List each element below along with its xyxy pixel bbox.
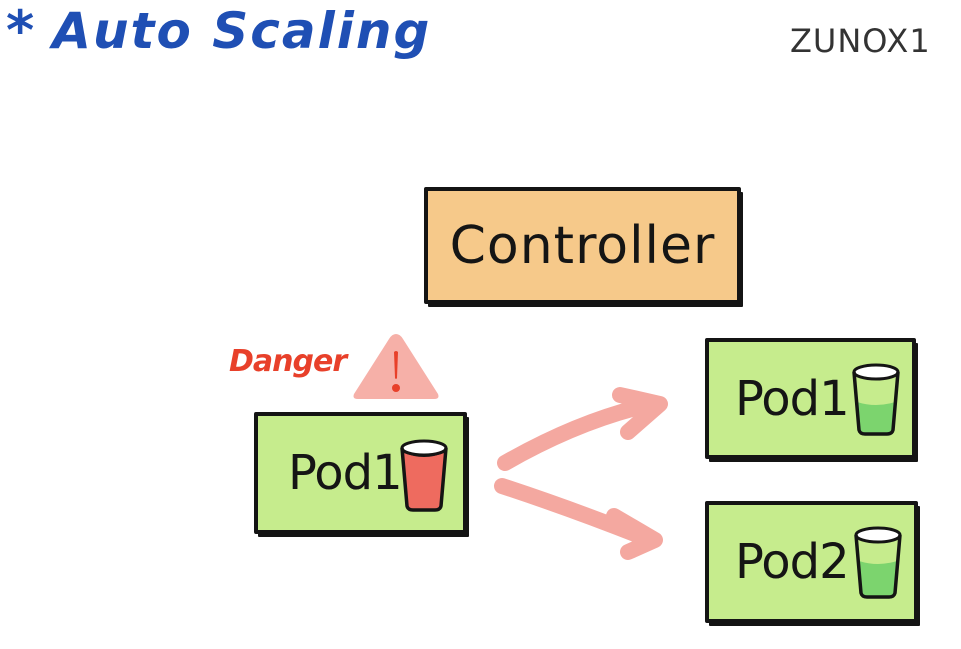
arrow-head-pod2 <box>606 508 663 560</box>
pod-scaled-1: Pod1 <box>705 338 916 459</box>
danger-label: Danger <box>229 344 347 379</box>
pod-scaled-2: Pod2 <box>705 501 918 623</box>
resource-cup-icon <box>852 363 900 436</box>
page-title: * Auto Scaling <box>6 4 431 58</box>
controller-label: Controller <box>449 215 716 276</box>
resource-cup-icon <box>400 439 448 512</box>
author-signature: ZUNOX1 <box>790 22 931 60</box>
pod-label: Pod1 <box>288 445 403 501</box>
warning-icon <box>353 334 439 399</box>
arrow-to-pod2 <box>494 478 658 548</box>
title-text: Auto Scaling <box>52 2 432 60</box>
arrow-to-pod1 <box>497 396 660 471</box>
arrow-head-pod1 <box>612 387 668 440</box>
pod-label: Pod1 <box>735 370 850 427</box>
pod-label: Pod2 <box>735 534 850 590</box>
asterisk-icon: * <box>6 0 35 62</box>
resource-cup-icon <box>854 526 902 599</box>
controller-box: Controller <box>424 187 741 304</box>
